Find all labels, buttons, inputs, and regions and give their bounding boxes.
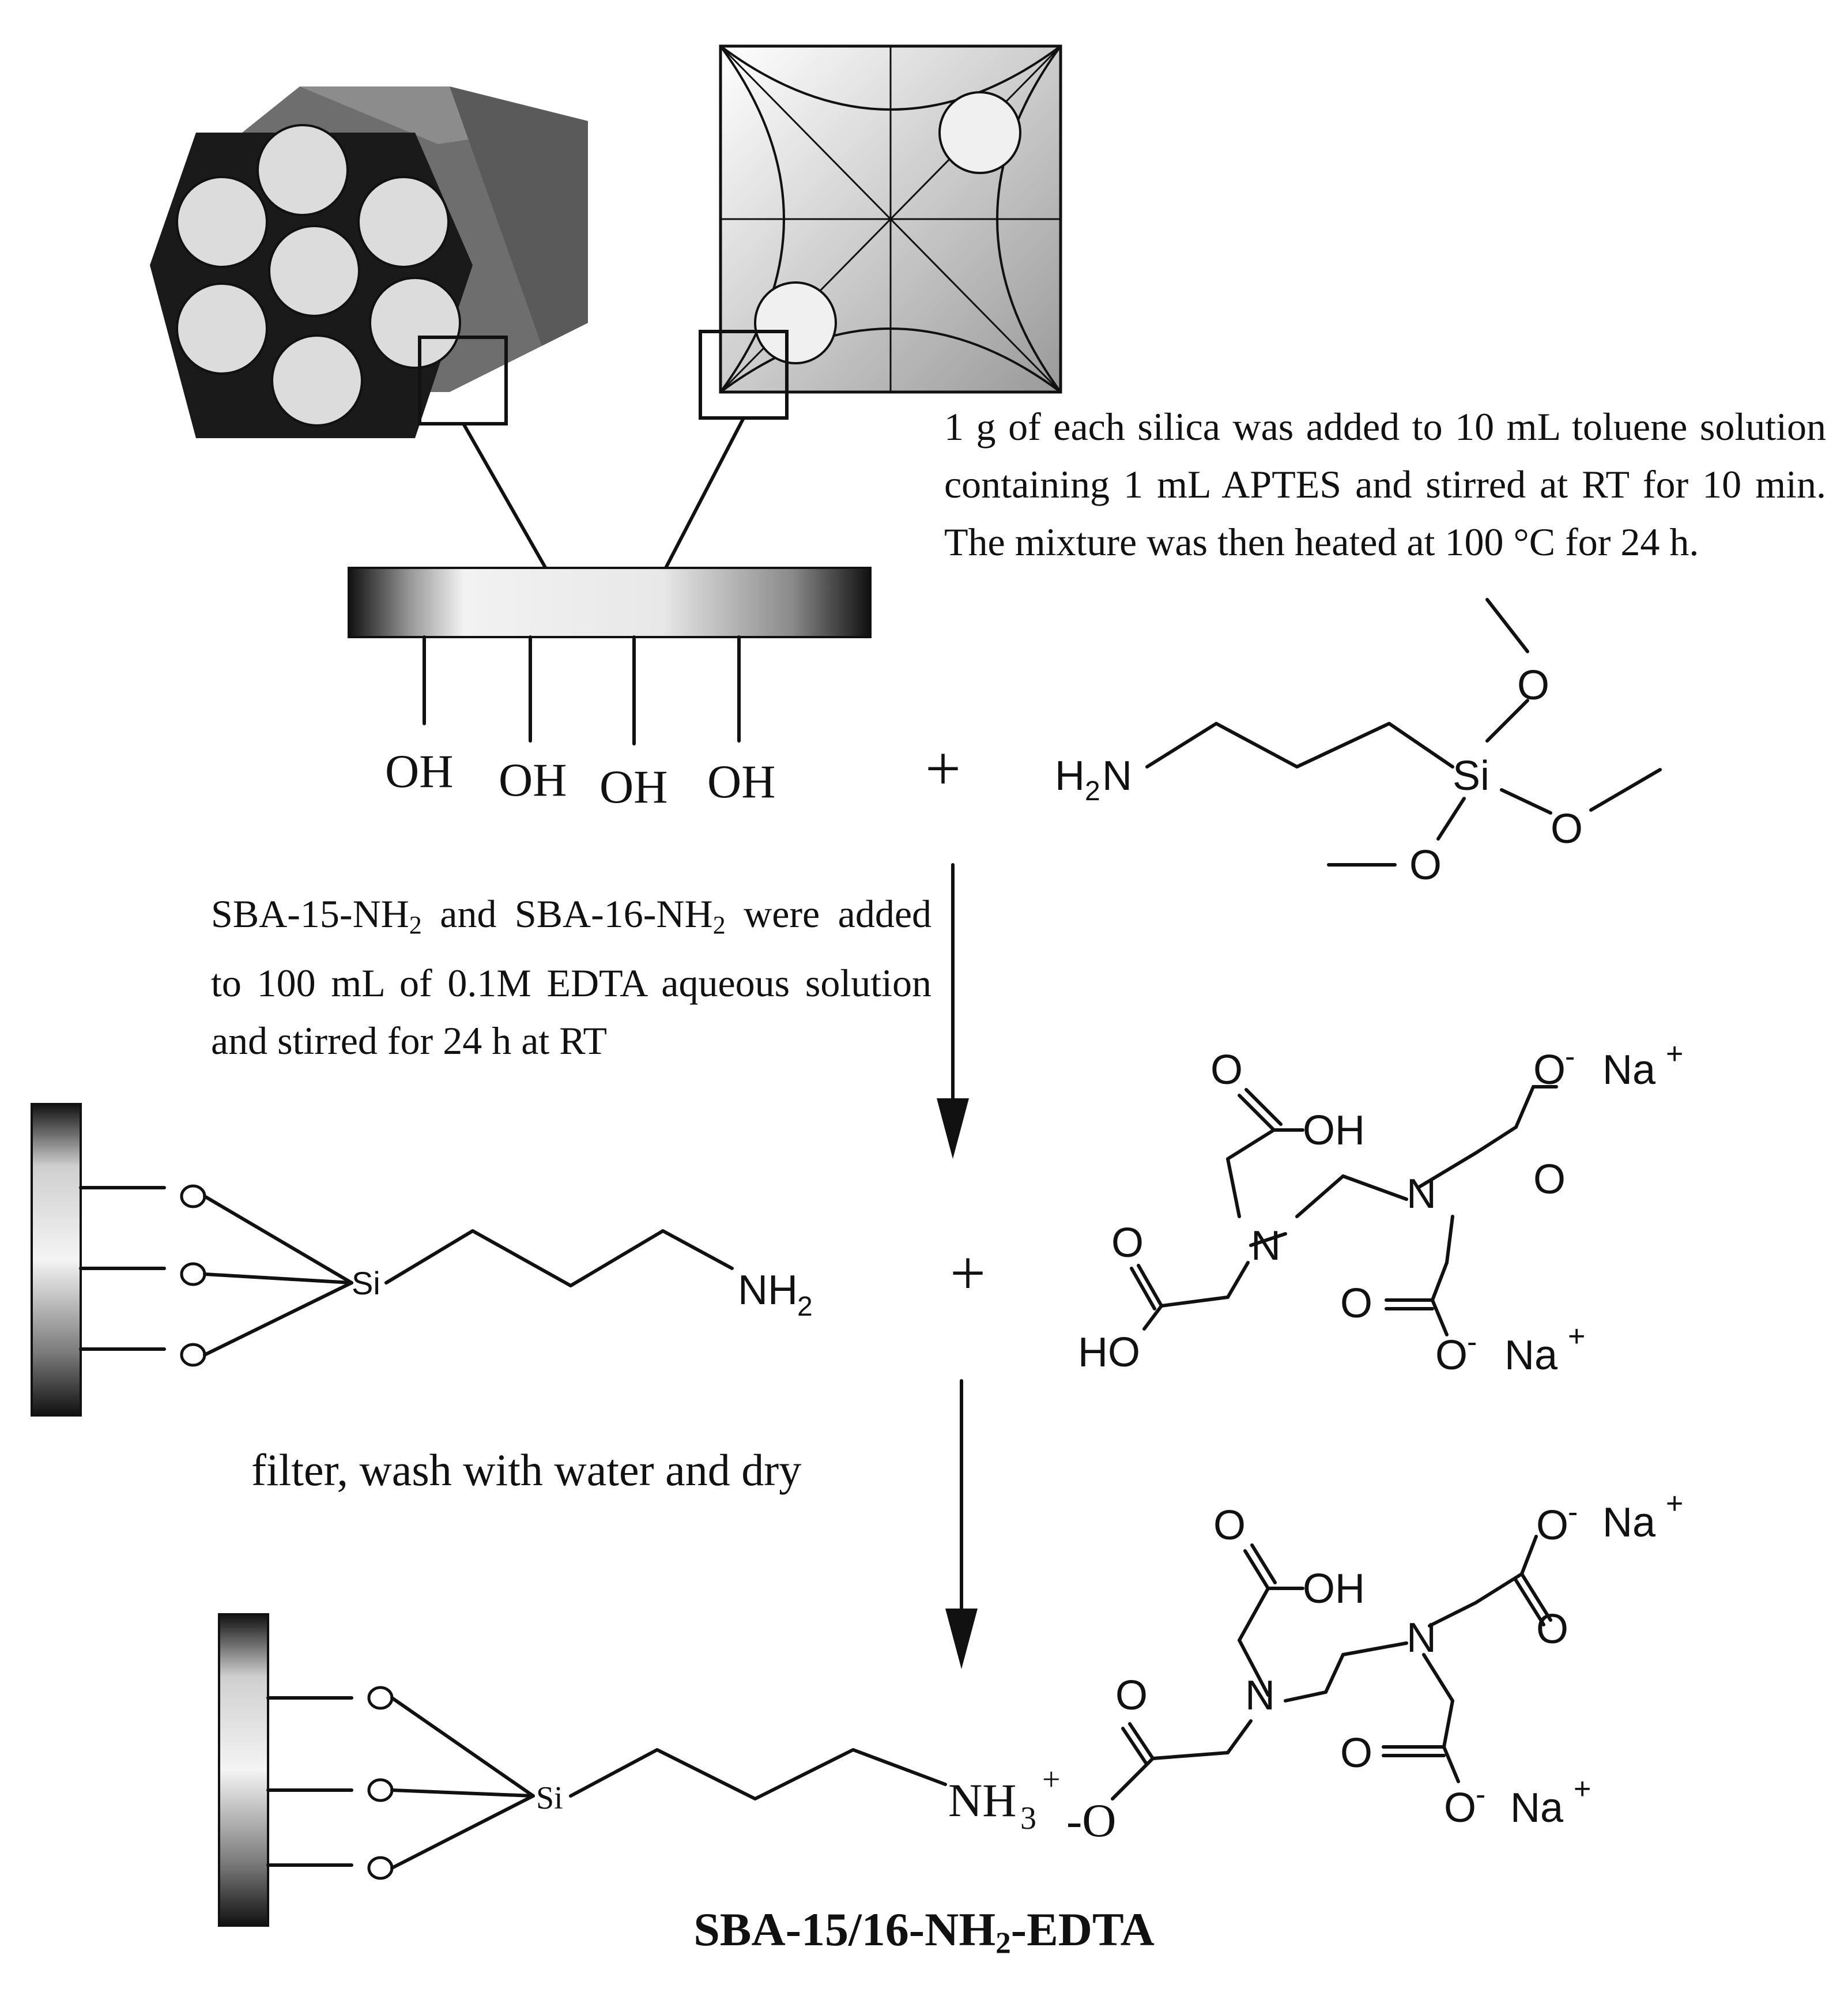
product-edta-na-plus-1: + xyxy=(1666,1487,1683,1520)
step1-description: 1 g of each silica was added to 10 mL to… xyxy=(944,405,1826,564)
product-edta-o-2: O xyxy=(1213,1502,1246,1549)
edta-reactant xyxy=(1130,1085,1558,1336)
product-edta-o-4: O xyxy=(1340,1730,1372,1776)
edta-oh-label: OH xyxy=(1303,1108,1365,1154)
product-si-label: Si xyxy=(536,1780,563,1816)
aptes-o-label-left: O xyxy=(1409,842,1442,888)
aptes-o-label-right: O xyxy=(1551,806,1583,852)
oh-label-4: OH xyxy=(707,755,775,808)
edta-n-label-2: N xyxy=(1406,1171,1436,1217)
product-title-part1: SBA-15/16-NH xyxy=(693,1903,996,1956)
reaction-arrow-2 xyxy=(945,1379,978,1669)
silica-surface xyxy=(348,567,872,745)
step2-description: SBA-15-NH2 and SBA-16-NH2 were added to … xyxy=(211,885,931,1069)
edta-o-label-2: O xyxy=(1111,1220,1144,1266)
oh-label-3: OH xyxy=(599,760,667,813)
amine-grafted-silica xyxy=(31,1103,734,1417)
product-grafted-silica xyxy=(218,1613,947,1927)
step2-text-part2: and SBA-16-NH xyxy=(421,892,713,936)
product-nh3-subscript: 3 xyxy=(1020,1801,1036,1836)
product-edta-na-2: Na xyxy=(1510,1785,1564,1831)
edta-n-label-1: N xyxy=(1251,1223,1281,1269)
oh-label-1: OH xyxy=(385,745,453,797)
product-edta-minus-sup-1: - xyxy=(1568,1496,1578,1529)
edta-na-plus-sup-2: + xyxy=(1568,1320,1585,1353)
product-edta-o-1: O xyxy=(1115,1673,1148,1719)
product-title: SBA-15/16-NH2-EDTA xyxy=(0,1903,1848,1960)
sba15-hexagonal-structure xyxy=(150,86,588,438)
edta-na-label-2: Na xyxy=(1504,1332,1558,1378)
reaction-arrow-1 xyxy=(937,863,969,1159)
edta-na-label-1: Na xyxy=(1602,1047,1656,1093)
product-nh3-charge: + xyxy=(1042,1762,1061,1798)
aptes-h-label: H xyxy=(1055,753,1085,799)
amine-nh2-subscript: 2 xyxy=(797,1291,813,1322)
aptes-si-label: Si xyxy=(1453,753,1489,799)
edta-na-plus-sup-1: + xyxy=(1666,1037,1683,1071)
product-edta-o-minus-1: O xyxy=(1536,1502,1568,1549)
edta-minus-sup-2: - xyxy=(1467,1325,1477,1359)
product-edta-minus-sup-2: - xyxy=(1476,1778,1485,1811)
edta-o-label-4: O xyxy=(1340,1280,1372,1327)
aptes-n-label: N xyxy=(1102,753,1132,799)
edta-minus-sup-1: - xyxy=(1565,1040,1575,1074)
product-edta-oh: OH xyxy=(1303,1566,1365,1612)
product-edta-o-3: O xyxy=(1536,1606,1568,1652)
edta-product xyxy=(1111,1535,1552,1801)
step2-text-part3: were added to 100 mL of 0.1M EDTA aqueou… xyxy=(211,892,931,1063)
step2-subscript-1: 2 xyxy=(409,911,422,940)
product-edta-o-minus-2: O xyxy=(1444,1785,1476,1831)
product-title-subscript: 2 xyxy=(995,1926,1011,1960)
product-edta-n-1: N xyxy=(1245,1673,1275,1719)
product-carboxylate-label: -O xyxy=(1066,1794,1117,1847)
edta-o-label-3: O xyxy=(1533,1157,1566,1203)
edta-o-minus-label-2: O xyxy=(1435,1332,1468,1378)
zoom-line-left xyxy=(462,423,552,578)
product-edta-n-2: N xyxy=(1406,1615,1436,1661)
amine-nh2-label: NH xyxy=(738,1267,798,1313)
edta-o-minus-label-1: O xyxy=(1533,1047,1566,1093)
product-title-part2: -EDTA xyxy=(1010,1903,1155,1956)
step3-description: filter, wash with water and dry xyxy=(251,1445,802,1495)
aptes-h2-subscript: 2 xyxy=(1085,776,1100,807)
plus-sign-2: + xyxy=(950,1238,986,1308)
sba16-cubic-structure xyxy=(699,44,1062,420)
edta-o-label-1: O xyxy=(1210,1047,1243,1093)
step2-subscript-2: 2 xyxy=(712,911,726,940)
aptes-o-label-top: O xyxy=(1517,662,1549,709)
oh-label-2: OH xyxy=(499,754,567,806)
edta-ho-label: HO xyxy=(1078,1329,1140,1376)
grafted-si-label: Si xyxy=(352,1265,380,1301)
product-nh3-label: NH xyxy=(948,1774,1016,1826)
zoom-line-right xyxy=(664,417,745,569)
product-edta-na-1: Na xyxy=(1602,1500,1656,1546)
step2-text-part1: SBA-15-NH xyxy=(211,892,409,936)
plus-sign-1: + xyxy=(925,733,961,804)
product-edta-na-plus-2: + xyxy=(1574,1772,1591,1806)
aptes-molecule xyxy=(1145,598,1662,867)
